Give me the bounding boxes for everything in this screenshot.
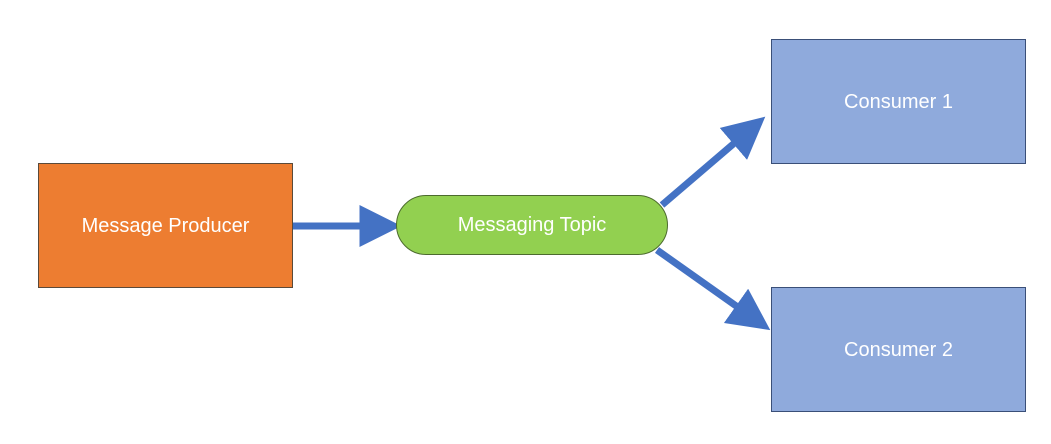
message-producer-node: Message Producer [38, 163, 293, 288]
message-producer-label: Message Producer [81, 214, 250, 237]
messaging-topic-label: Messaging Topic [457, 214, 607, 236]
consumer-2-node: Consumer 2 [771, 287, 1026, 412]
consumer-2-label: Consumer 2 [844, 338, 953, 361]
consumer-1-node: Consumer 1 [771, 39, 1026, 164]
messaging-topic-node: Messaging Topic [396, 195, 668, 255]
arrow-topic-to-consumer-2 [654, 247, 771, 331]
arrow-topic-to-consumer-1 [659, 116, 766, 208]
consumer-1-label: Consumer 1 [844, 90, 953, 113]
